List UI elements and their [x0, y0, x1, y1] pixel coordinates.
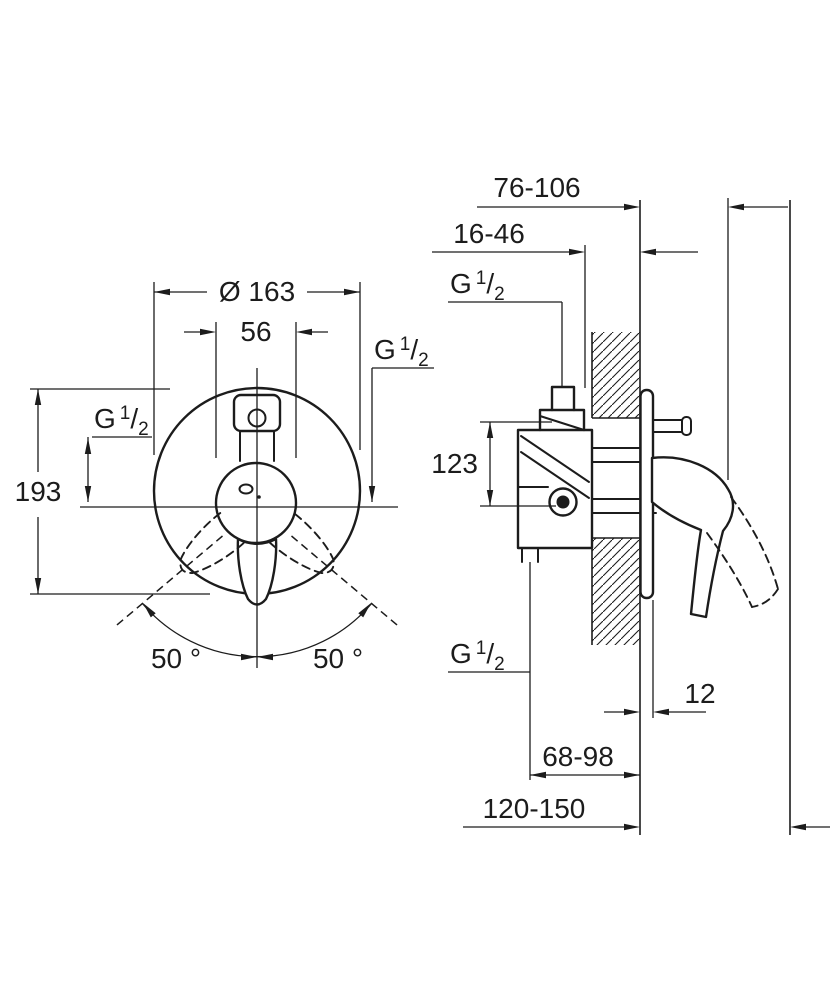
cartridge-stem	[591, 447, 657, 514]
arrowhead	[241, 653, 257, 661]
dim-outlet-distance-label: 123	[431, 448, 478, 479]
dim-plate-thickness: 12	[604, 678, 716, 716]
dim-height: 193	[15, 388, 210, 595]
dim-plaster-depth-label: 16-46	[453, 218, 525, 249]
bracket-diagonal	[539, 415, 585, 431]
boss-detail	[238, 483, 254, 495]
diverter-pin	[652, 419, 683, 433]
dim-outlet-distance: 123	[431, 421, 556, 507]
dim-lower-depth-label: 68-98	[542, 741, 614, 772]
arrowhead	[257, 653, 273, 661]
svg-text:G1/2: G1/2	[374, 334, 429, 371]
arrowhead	[143, 603, 156, 618]
swing-arc	[141, 602, 373, 658]
svg-text:G1/2: G1/2	[94, 403, 149, 440]
mixer-body	[516, 428, 594, 550]
dim-height-label: 193	[15, 476, 62, 507]
svg-text:G1/2: G1/2	[450, 268, 505, 305]
angle-left-label: 50 °	[151, 643, 201, 674]
lever-ghost-side	[730, 496, 779, 590]
lever-ghost-tip	[751, 588, 779, 608]
dim-width: 56	[184, 316, 328, 458]
dim-diameter-label: Ø 163	[219, 276, 295, 307]
svg-text:G1/2: G1/2	[450, 638, 505, 675]
body-internal-lines	[520, 435, 590, 499]
lever-ghost-side	[706, 532, 753, 608]
dim-wall-to-handle: 76-106	[477, 172, 788, 211]
angle-right-label: 50 °	[313, 643, 363, 674]
dim-diameter: Ø 163	[153, 276, 361, 455]
dim-lower-depth: 68-98	[530, 741, 640, 779]
body-top-bracket	[538, 408, 586, 432]
protection-sleeve	[592, 417, 640, 539]
lever-handle-side	[650, 456, 735, 619]
dim-width-label: 56	[240, 316, 271, 347]
handle-boss	[214, 461, 298, 545]
swing-radial-right	[291, 535, 400, 628]
fixing-screw-ring	[548, 487, 578, 517]
fixing-screw	[556, 495, 570, 509]
bottom-outlet-stub	[521, 547, 539, 563]
dim-total-depth: 120-150	[463, 793, 830, 831]
dim-total-depth-label: 120-150	[483, 793, 586, 824]
wall-hatch-bottom	[592, 538, 640, 645]
swing-radial-left	[114, 535, 223, 628]
boss-dot	[257, 495, 261, 499]
dim-wall-to-handle-label: 76-106	[493, 172, 580, 203]
dim-plate-thickness-label: 12	[684, 678, 715, 709]
diverter-pin-knob	[681, 416, 692, 436]
wall-hatch-top	[592, 332, 640, 418]
shower-outlet-pipe	[550, 385, 576, 412]
dim-plaster-depth: 16-46	[432, 218, 698, 256]
arrowhead	[358, 603, 371, 618]
diverter-stem-lines	[239, 430, 275, 462]
